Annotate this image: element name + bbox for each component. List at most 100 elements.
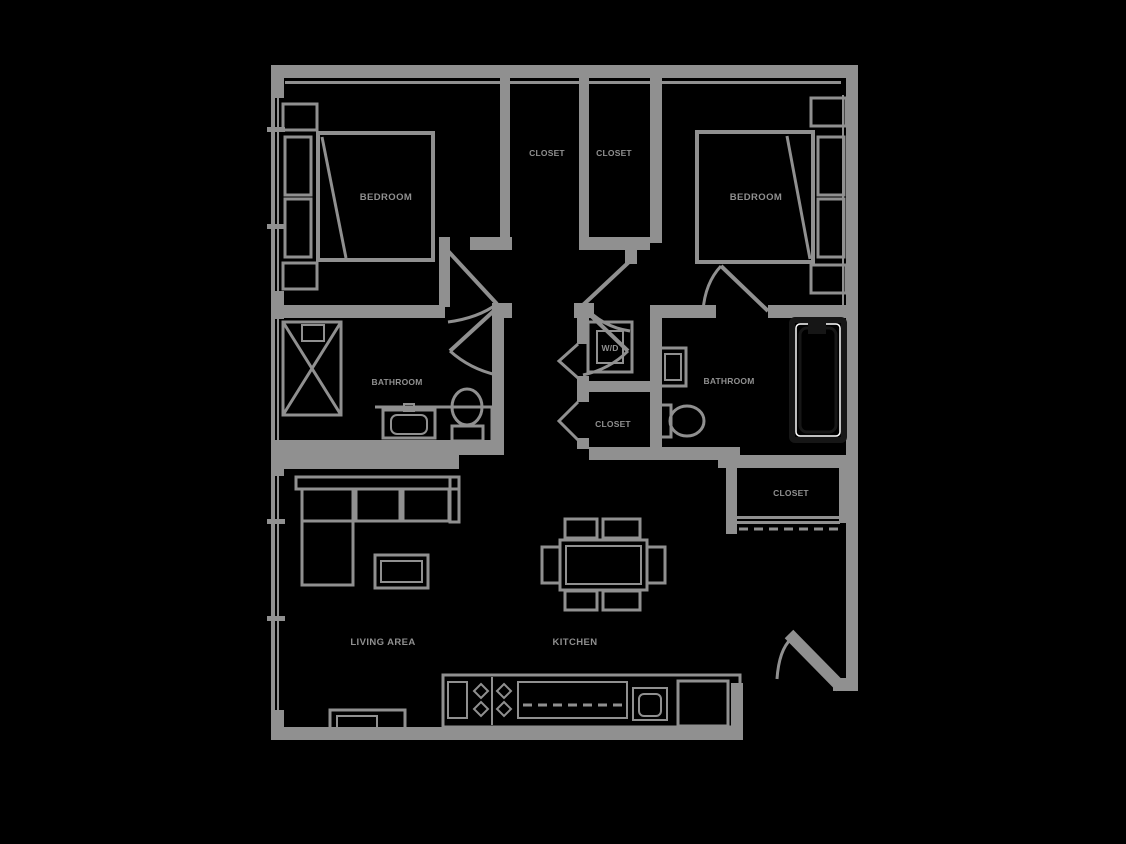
wall-living-top xyxy=(274,455,459,469)
wardrobe-icon xyxy=(281,320,343,417)
window-mullion xyxy=(267,127,285,132)
wall-closet-entry-top xyxy=(718,455,858,468)
wd-bifold-door xyxy=(556,342,580,380)
wall-hall-wd-seg2 xyxy=(577,376,589,402)
wall-entry-corner xyxy=(833,678,858,691)
wardrobe-x-line xyxy=(281,321,343,416)
wall-bedroom2-bottom-right xyxy=(768,305,858,318)
window-glass-line-top xyxy=(285,81,841,84)
wall-bathroom1-bottom xyxy=(274,440,504,455)
wall-hall-stub-top xyxy=(625,237,637,264)
wall-closet-entry-right xyxy=(839,468,846,523)
toilet-tank xyxy=(450,424,485,443)
faucet-icon xyxy=(403,403,415,412)
bathroom-left xyxy=(281,320,494,443)
burner-icon xyxy=(495,700,513,718)
burner-icon xyxy=(472,682,490,700)
washer-dryer-closet xyxy=(586,320,634,374)
wall-bedroom2-bottom-left xyxy=(650,305,716,318)
wall-wd-closet-divider xyxy=(589,381,650,392)
nightstand-icon xyxy=(809,96,848,128)
pillow-icon xyxy=(283,135,313,197)
bathroom1-door-leaf xyxy=(448,306,499,353)
nightstand-icon xyxy=(281,102,319,132)
sink-bowl xyxy=(664,353,682,381)
tv-console-inner xyxy=(336,715,378,729)
hall-door-bottom-right-leaf xyxy=(581,306,630,353)
wall-hall-wd-seg1 xyxy=(577,317,589,344)
chair-icon xyxy=(645,545,667,585)
bathroom1-door-arc xyxy=(448,349,498,377)
room-label-closet-hall: CLOSET xyxy=(595,419,631,429)
sofa-cushion xyxy=(401,487,451,523)
entry-door-arc xyxy=(775,637,793,680)
wall-closet-entry-left xyxy=(726,468,737,534)
closet-slider-track xyxy=(737,516,840,519)
wall-closet-divider xyxy=(579,78,589,243)
cabinet-icon xyxy=(447,681,468,719)
hall-door-top-right-leaf xyxy=(581,259,632,307)
counter-section xyxy=(517,681,628,719)
room-label-bedroom-left: BEDROOM xyxy=(360,192,412,203)
burner-icon xyxy=(472,700,490,718)
wall-top xyxy=(271,65,858,78)
bathroom-right xyxy=(656,317,847,443)
bedroom1-door-leaf xyxy=(446,249,499,306)
sofa-arm xyxy=(448,475,461,524)
chair-icon xyxy=(563,589,599,612)
burner-icon xyxy=(495,682,513,700)
interior-walls xyxy=(274,78,858,740)
chair-icon xyxy=(601,589,642,612)
room-labels: BEDROOM CLOSET CLOSET BEDROOM BATHROOM W… xyxy=(350,148,809,648)
bed-blanket-fold xyxy=(785,135,812,260)
fridge-icon xyxy=(676,679,730,728)
room-label-bedroom-right: BEDROOM xyxy=(730,192,782,203)
bedroom2-door-arc xyxy=(701,264,723,312)
closet-slider-track xyxy=(737,521,840,524)
nightstand-icon xyxy=(281,261,319,291)
wall-bathroom2-bottom xyxy=(589,447,740,460)
bathtub-faucet xyxy=(808,321,826,334)
bathtub-halo xyxy=(795,323,841,437)
hall-closet-bifold-door xyxy=(556,400,580,442)
chair-icon xyxy=(563,517,599,540)
dining-set xyxy=(540,517,667,612)
toilet-icon xyxy=(668,404,706,438)
chair-icon xyxy=(601,517,642,540)
washer-dryer-inner xyxy=(596,330,624,364)
hall-door-bottom-right-arc xyxy=(582,349,630,377)
wall-under-closet2 xyxy=(579,237,650,250)
wall-bottom xyxy=(271,727,743,740)
tv-console-icon xyxy=(328,708,407,736)
bed-icon xyxy=(695,130,815,264)
room-label-bathroom-right: BATHROOM xyxy=(703,376,754,386)
bed-blanket-fold xyxy=(320,136,348,259)
window-wall-left xyxy=(271,65,275,740)
wall-bathroom1-top xyxy=(274,305,445,318)
window-mullion xyxy=(267,224,285,229)
bedroom-right xyxy=(695,96,848,295)
wall-angled-entry xyxy=(784,629,846,692)
coffee-table-inner xyxy=(380,560,423,583)
room-label-closet-entry: CLOSET xyxy=(773,488,809,498)
bedroom-left xyxy=(281,102,435,291)
wall-closet-bedroom2 xyxy=(650,78,662,243)
wall-hall-wd-seg3 xyxy=(577,438,589,449)
dining-table-inner xyxy=(565,545,642,585)
dining-table-icon xyxy=(558,538,649,592)
bedroom2-door-leaf xyxy=(719,264,770,313)
pillow-icon xyxy=(283,197,313,259)
pillow-icon xyxy=(816,197,846,259)
pillow-icon xyxy=(816,135,846,197)
sink-bowl xyxy=(390,414,428,435)
room-label-washer-dryer: W/D xyxy=(601,343,618,353)
coffee-table-icon xyxy=(373,553,430,590)
wall-pier xyxy=(271,710,284,740)
sofa-chaise xyxy=(300,519,355,587)
wall-pier xyxy=(271,65,284,98)
sink-icon xyxy=(658,346,688,388)
bed-icon xyxy=(316,131,435,262)
chair-icon xyxy=(540,545,562,585)
wardrobe-drawer xyxy=(301,324,325,342)
